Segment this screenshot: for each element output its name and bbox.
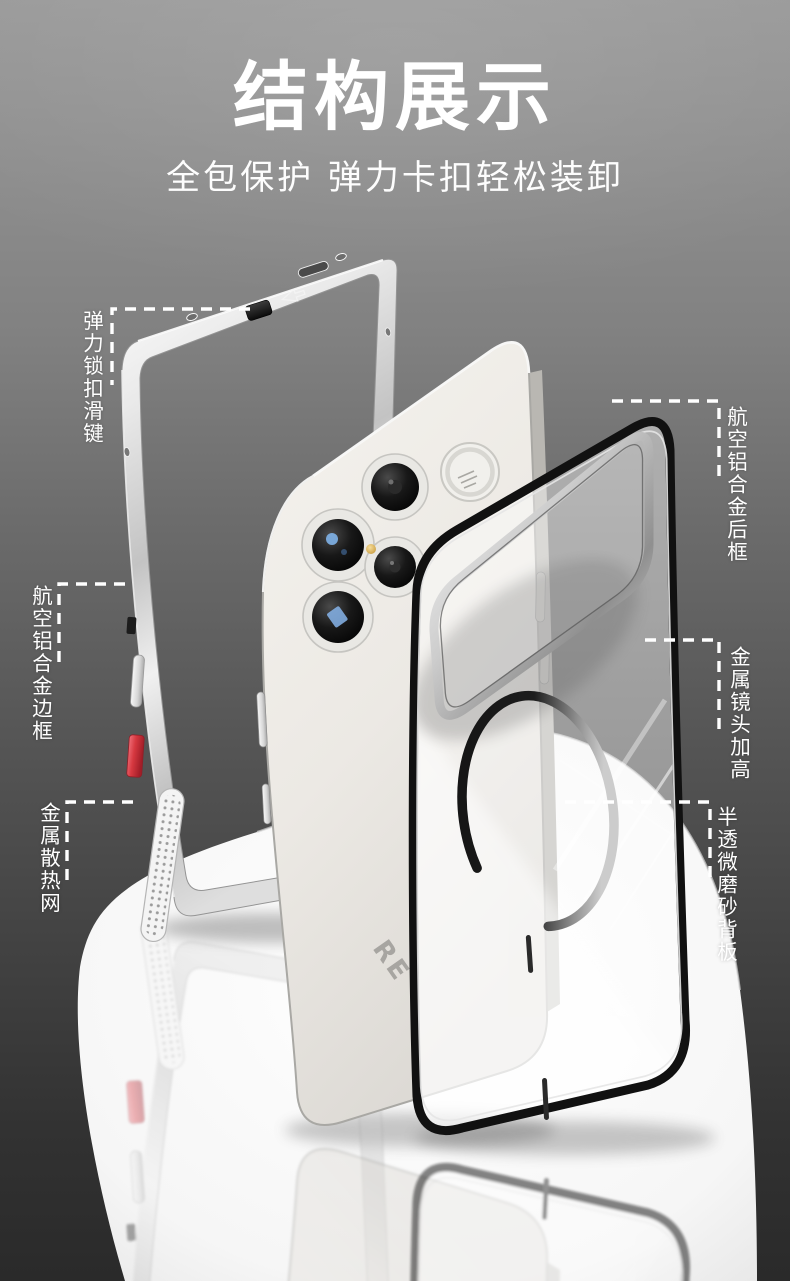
callout-mesh: 金属散热网: [36, 802, 61, 915]
leader-back-plate: [565, 800, 712, 881]
callout-back-plate: 半透微磨砂背板: [713, 806, 738, 964]
callout-lens-rise: 金属镜头加高: [726, 646, 751, 781]
leader-slide-key: [110, 307, 250, 385]
leader-lines: [57, 307, 721, 885]
page-title: 结构展示: [232, 53, 557, 141]
callout-side-frame: 航空铝合金边框: [28, 585, 53, 743]
callout-rear-frame: 航空铝合金后框: [723, 406, 748, 564]
leader-mesh: [65, 800, 133, 885]
leader-rear-frame: [612, 399, 721, 481]
leader-lens-rise: [645, 638, 721, 730]
page-subtitle: 全包保护 弹力卡扣轻松装卸: [166, 158, 624, 198]
leader-side-frame: [57, 582, 125, 663]
callout-slide-key: 弹力锁扣滑键: [79, 310, 104, 445]
